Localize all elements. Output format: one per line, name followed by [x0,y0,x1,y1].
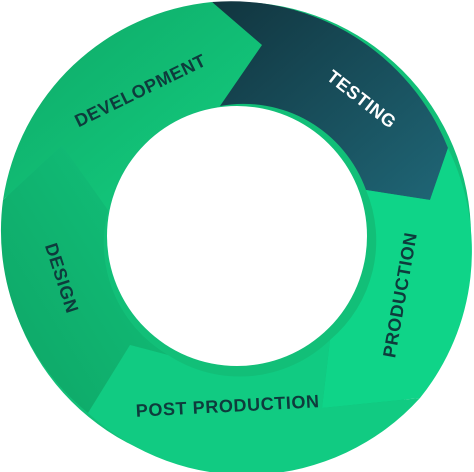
segment-testing [212,1,448,200]
segment-post-production [88,340,420,472]
segment-development [3,2,262,210]
inner-hole [107,106,367,366]
segment-production [322,148,472,408]
segment-design [0,145,168,413]
